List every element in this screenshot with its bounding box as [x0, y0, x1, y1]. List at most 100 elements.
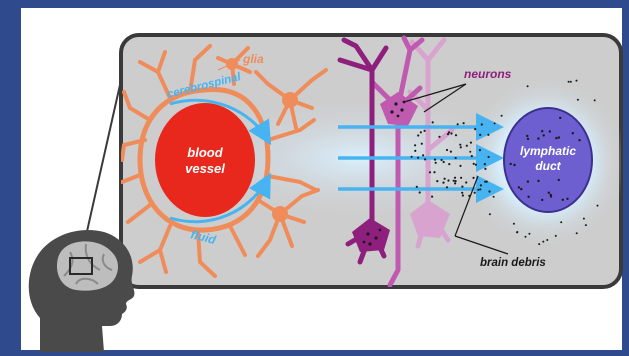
debris-dot — [484, 168, 486, 170]
debris-dot — [414, 144, 416, 146]
duct-dot — [562, 199, 564, 201]
debris-dot — [555, 235, 557, 237]
debris-dot — [417, 157, 419, 159]
debris-dot — [453, 180, 455, 182]
debris-dot — [455, 180, 457, 182]
debris-dot — [420, 131, 422, 133]
debris-dot — [461, 186, 463, 188]
brain-debris-label: brain debris — [480, 257, 546, 269]
duct-dot — [527, 138, 529, 140]
debris-dot — [416, 186, 418, 188]
debris-dot — [513, 223, 515, 225]
debris-dot — [469, 151, 471, 153]
frame-right-bar — [622, 0, 629, 356]
debris-dot — [424, 158, 426, 160]
lymphatic-duct-label-line1: lymphatic — [520, 144, 576, 158]
duct-dot — [541, 199, 543, 201]
duct-dot — [558, 179, 560, 181]
debris-dot — [479, 188, 481, 190]
debris-dot — [446, 186, 448, 188]
debris-dot — [542, 241, 544, 243]
debris-dot — [465, 181, 467, 183]
debris-dot — [477, 189, 479, 191]
blood-vessel-label-line2: vessel — [185, 161, 225, 176]
duct-dot — [555, 137, 557, 139]
debris-dot — [576, 80, 578, 82]
debris-dot — [435, 162, 437, 164]
debris-dot — [585, 224, 587, 226]
duct-dot — [549, 130, 551, 132]
duct-dot — [510, 163, 512, 165]
debris-dot — [525, 236, 527, 238]
debris-dot — [576, 232, 578, 234]
debris-dot — [484, 163, 486, 165]
debris-dot — [417, 134, 419, 136]
blood-vessel — [155, 103, 255, 217]
debris-dot — [434, 159, 436, 161]
debris-dot — [441, 159, 443, 161]
debris-dot — [474, 192, 476, 194]
blood-vessel-label-line1: blood — [187, 145, 223, 160]
debris-dot — [457, 123, 459, 125]
debris-dot — [488, 156, 490, 158]
debris-dot — [475, 164, 477, 166]
debris-dot — [459, 144, 461, 146]
debris-dot — [454, 182, 456, 184]
debris-dot — [438, 136, 440, 138]
debris-dot — [459, 165, 461, 167]
duct-dot — [543, 134, 545, 136]
duct-dot — [513, 164, 515, 166]
debris-dot — [568, 81, 570, 83]
debris-dot — [546, 239, 548, 241]
duct-dot — [537, 180, 539, 182]
debris-dot — [429, 171, 431, 173]
debris-dot — [466, 145, 468, 147]
debris-dot — [471, 155, 473, 157]
debris-dot — [460, 177, 462, 179]
duct-dot — [548, 192, 550, 194]
duct-dot — [578, 139, 580, 141]
debris-dot — [481, 123, 483, 125]
debris-dot — [455, 157, 457, 159]
debris-dot — [479, 149, 481, 151]
debris-dot — [448, 131, 450, 133]
debris-dot — [474, 128, 476, 130]
debris-dot — [443, 161, 445, 163]
debris-dot — [447, 179, 449, 181]
debris-dot — [414, 150, 416, 152]
debris-dot — [472, 177, 474, 179]
debris-dot — [431, 196, 433, 198]
debris-dot — [538, 243, 540, 245]
debris-dot — [444, 178, 446, 180]
debris-dot — [583, 218, 585, 220]
debris-dot — [454, 177, 456, 179]
duct-dot — [550, 194, 552, 196]
debris-dot — [432, 121, 434, 123]
duct-dot — [558, 136, 560, 138]
debris-dot — [489, 213, 491, 215]
duct-dot — [541, 130, 543, 132]
debris-dot — [450, 151, 452, 153]
debris-dot — [480, 184, 482, 186]
frame-left-bar — [0, 0, 21, 356]
debris-dot — [487, 134, 489, 136]
debris-dot — [455, 134, 457, 136]
debris-dot — [493, 196, 495, 198]
debris-dot — [424, 130, 426, 132]
duct-dot — [518, 186, 520, 188]
debris-dot — [527, 85, 529, 87]
lymphatic-duct-label-line2: duct — [535, 159, 561, 173]
debris-dot — [463, 122, 465, 124]
debris-dot — [442, 182, 444, 184]
debris-dot — [577, 99, 579, 101]
debris-dot — [597, 205, 599, 207]
debris-dot — [460, 146, 462, 148]
debris-dot — [516, 231, 518, 233]
duct-dot — [572, 132, 574, 134]
debris-dot — [470, 142, 472, 144]
debris-dot — [446, 149, 448, 151]
debris-dot — [433, 171, 435, 173]
debris-dot — [570, 81, 572, 83]
debris-dot — [422, 154, 424, 156]
